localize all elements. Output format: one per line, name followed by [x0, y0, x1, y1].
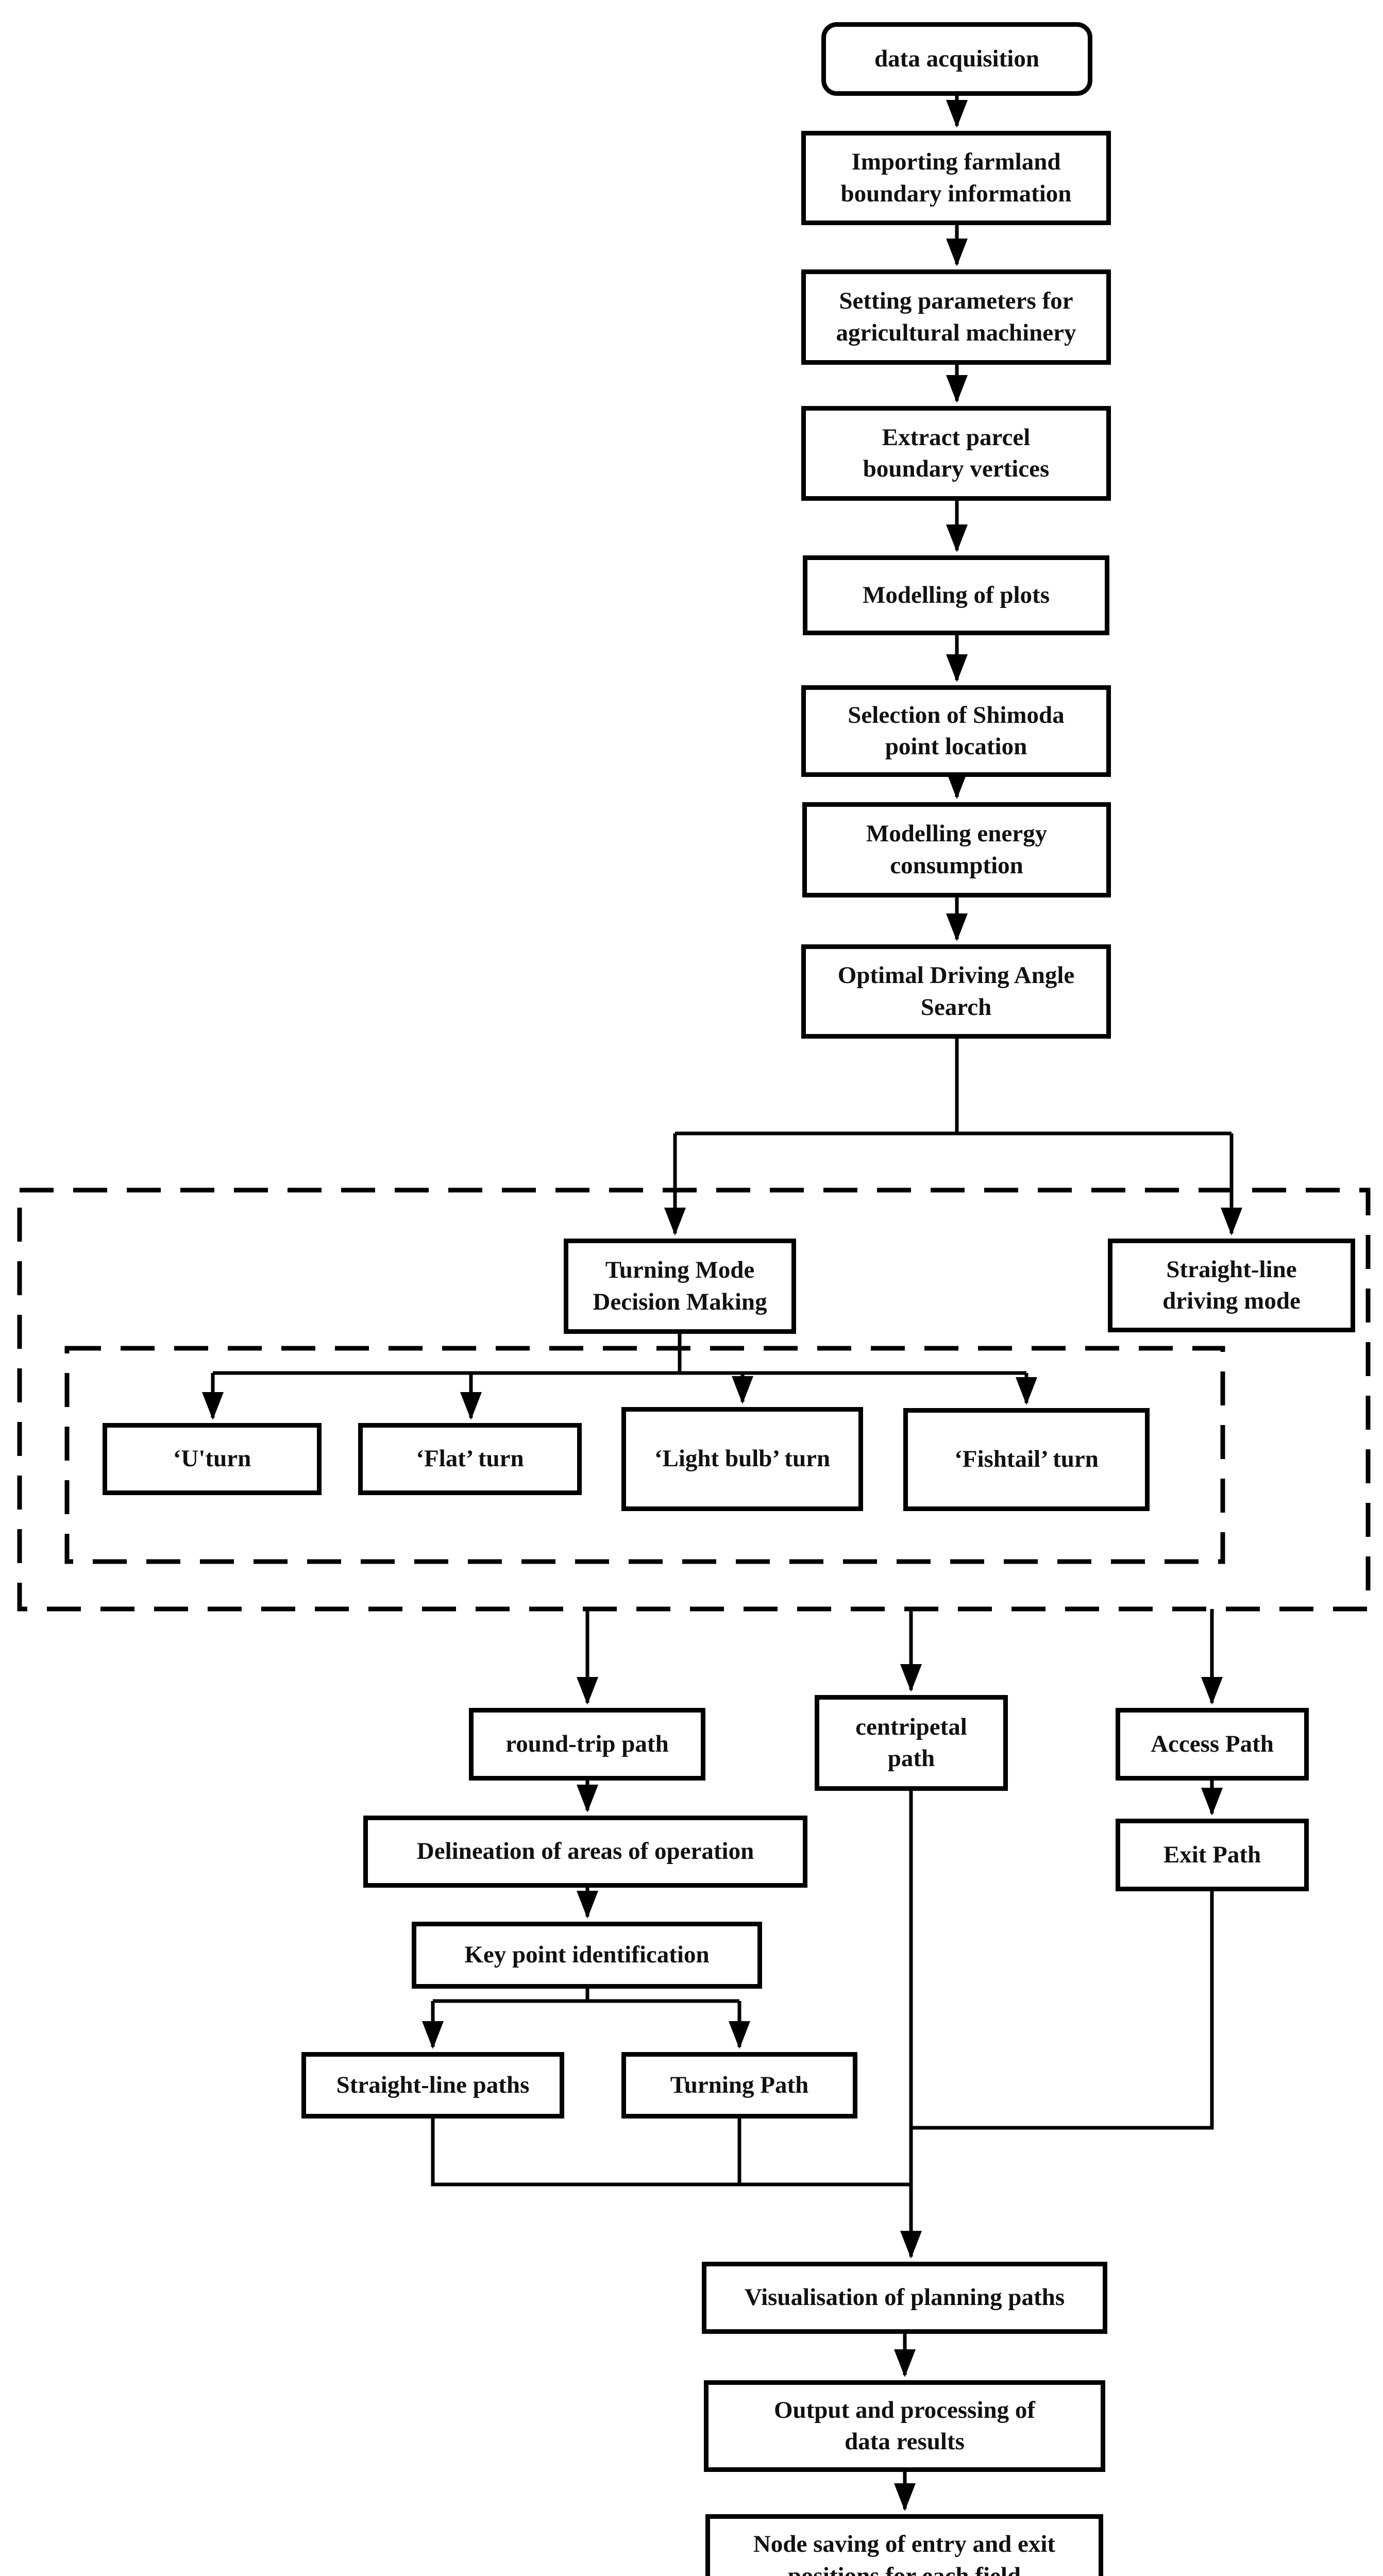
node-label: Straight-line paths: [336, 2071, 530, 2098]
node-label: Output and processing of data results: [773, 2396, 1036, 2455]
node-label: Setting parameters for agricultural mach…: [836, 287, 1076, 346]
node-output-and-processing: Output and processing of data results: [704, 2380, 1105, 2472]
node-importing-farmland-boundary: Importing farmland boundary information: [801, 131, 1111, 225]
node-label: Visualisation of planning paths: [744, 2284, 1065, 2311]
node-label: Importing farmland boundary information: [840, 148, 1072, 207]
node-turning-mode-decision-making: Turning Mode Decision Making: [564, 1239, 796, 1334]
node-fishtail-turn: ‘Fishtail’ turn: [903, 1408, 1150, 1511]
node-label: Access Path: [1151, 1730, 1274, 1757]
node-label: Node saving of entry and exit positions …: [753, 2531, 1056, 2576]
node-label: Modelling of plots: [863, 581, 1050, 608]
node-turning-path: Turning Path: [621, 2052, 857, 2119]
node-label: data acquisition: [874, 45, 1039, 72]
node-centripetal-path: centripetal path: [815, 1695, 1008, 1791]
edges: [202, 96, 1242, 2511]
node-straight-line-paths: Straight-line paths: [301, 2052, 564, 2119]
node-label: ‘U'turn: [173, 1445, 251, 1472]
node-key-point-identification: Key point identification: [412, 1922, 762, 1989]
node-visualisation-of-planning-paths: Visualisation of planning paths: [702, 2262, 1107, 2334]
outer-dashed-module-box: [17, 1188, 1371, 1612]
node-label: centripetal path: [855, 1713, 967, 1772]
node-optimal-driving-angle-search: Optimal Driving Angle Search: [801, 944, 1111, 1039]
node-modelling-of-plots: Modelling of plots: [803, 555, 1109, 635]
node-setting-parameters: Setting parameters for agricultural mach…: [801, 269, 1111, 365]
node-delineation-of-areas: Delineation of areas of operation: [363, 1816, 807, 1888]
node-label: Turning Path: [670, 2071, 809, 2098]
node-label: ‘Fishtail’ turn: [954, 1446, 1099, 1473]
node-access-path: Access Path: [1116, 1708, 1309, 1781]
node-label: Extract parcel boundary vertices: [863, 423, 1050, 482]
node-label: ‘Flat’ turn: [416, 1445, 524, 1472]
node-label: Modelling energy consumption: [866, 820, 1048, 879]
node-modelling-energy-consumption: Modelling energy consumption: [802, 802, 1111, 897]
node-flat-turn: ‘Flat’ turn: [358, 1423, 582, 1495]
edge-exit-merge: [912, 1891, 1214, 2130]
node-label: Optimal Driving Angle Search: [837, 962, 1075, 1021]
node-label: Exit Path: [1163, 1841, 1261, 1868]
node-label: Turning Mode Decision Making: [593, 1257, 767, 1315]
node-label: Delineation of areas of operation: [416, 1838, 754, 1865]
node-label: Selection of Shimoda point location: [848, 701, 1065, 760]
node-exit-path: Exit Path: [1116, 1819, 1309, 1891]
node-round-trip-path: round-trip path: [469, 1708, 705, 1781]
node-light-bulb-turn: ‘Light bulb’ turn: [621, 1407, 863, 1511]
node-u-turn: ‘U'turn: [103, 1423, 322, 1495]
edge-straightpaths-merge: [431, 2119, 912, 2187]
node-node-saving-entry-exit: Node saving of entry and exit positions …: [705, 2514, 1103, 2576]
inner-dashed-turns-box: [64, 1346, 1225, 1564]
node-label: Key point identification: [464, 1941, 710, 1969]
node-label: round-trip path: [505, 1730, 669, 1757]
node-extract-parcel-vertices: Extract parcel boundary vertices: [801, 406, 1111, 501]
node-data-acquisition: data acquisition: [821, 22, 1092, 96]
node-label: Straight-line driving mode: [1162, 1256, 1301, 1314]
node-label: ‘Light bulb’ turn: [654, 1445, 831, 1472]
node-selection-shimoda-point: Selection of Shimoda point location: [801, 685, 1111, 777]
node-straight-line-driving-mode: Straight-line driving mode: [1108, 1239, 1355, 1332]
